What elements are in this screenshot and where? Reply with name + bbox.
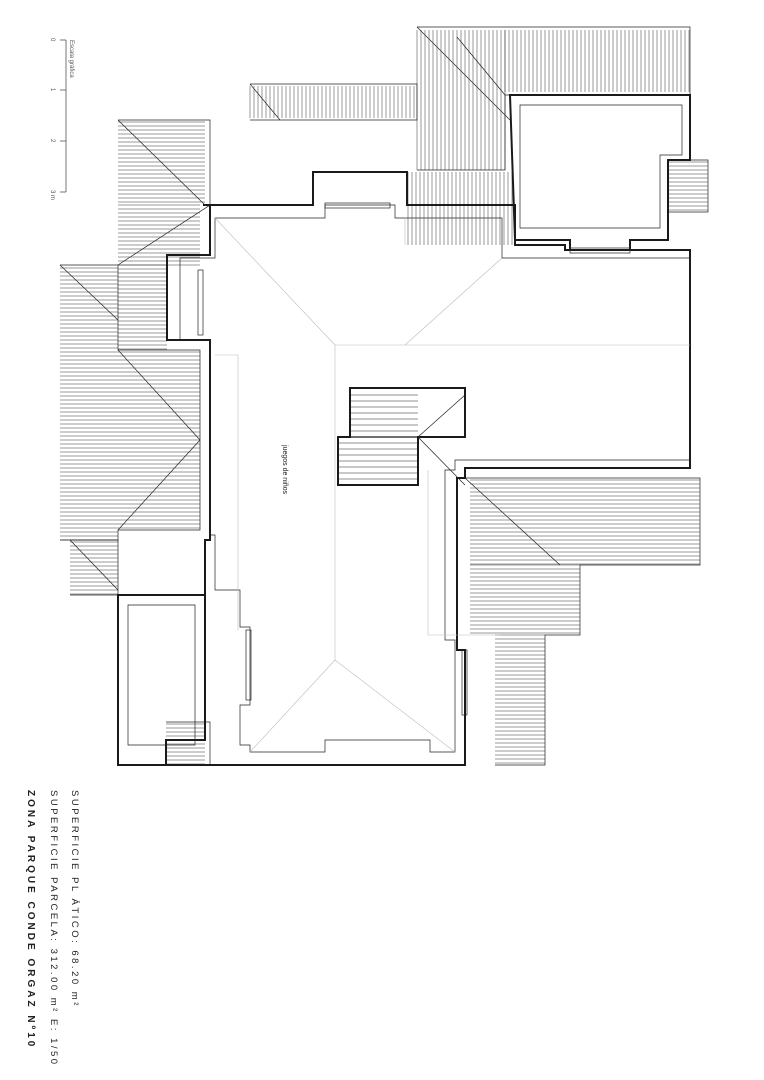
scale-tick-1: 1 bbox=[49, 88, 55, 92]
room-label: juegos de niños bbox=[281, 444, 288, 495]
scale-tick-0: 0 bbox=[49, 38, 55, 42]
windows bbox=[197, 202, 631, 716]
scale-tick-2: 2 bbox=[49, 139, 55, 143]
roof-tile-hatching bbox=[60, 30, 708, 765]
address-label: ZONA PARQUE CONDE ORGAZ Nº10 bbox=[25, 790, 36, 1050]
scale-tick-3: 3 m bbox=[49, 190, 55, 200]
surface-plot-label: SUPERFICIE PARCELA: 312.00 m² E: 1/50 bbox=[48, 790, 59, 1067]
surface-attic-label: SUPERFICIE PL ÁTICO: 68.20 m² bbox=[69, 790, 80, 1008]
staircase bbox=[337, 387, 466, 486]
scale-title: Escala gráfica bbox=[68, 40, 74, 78]
graphic-scale: Escala gráfica 0 1 2 3 m bbox=[49, 38, 74, 200]
building-walls bbox=[117, 94, 691, 766]
roof-ridge-guides bbox=[214, 217, 690, 753]
